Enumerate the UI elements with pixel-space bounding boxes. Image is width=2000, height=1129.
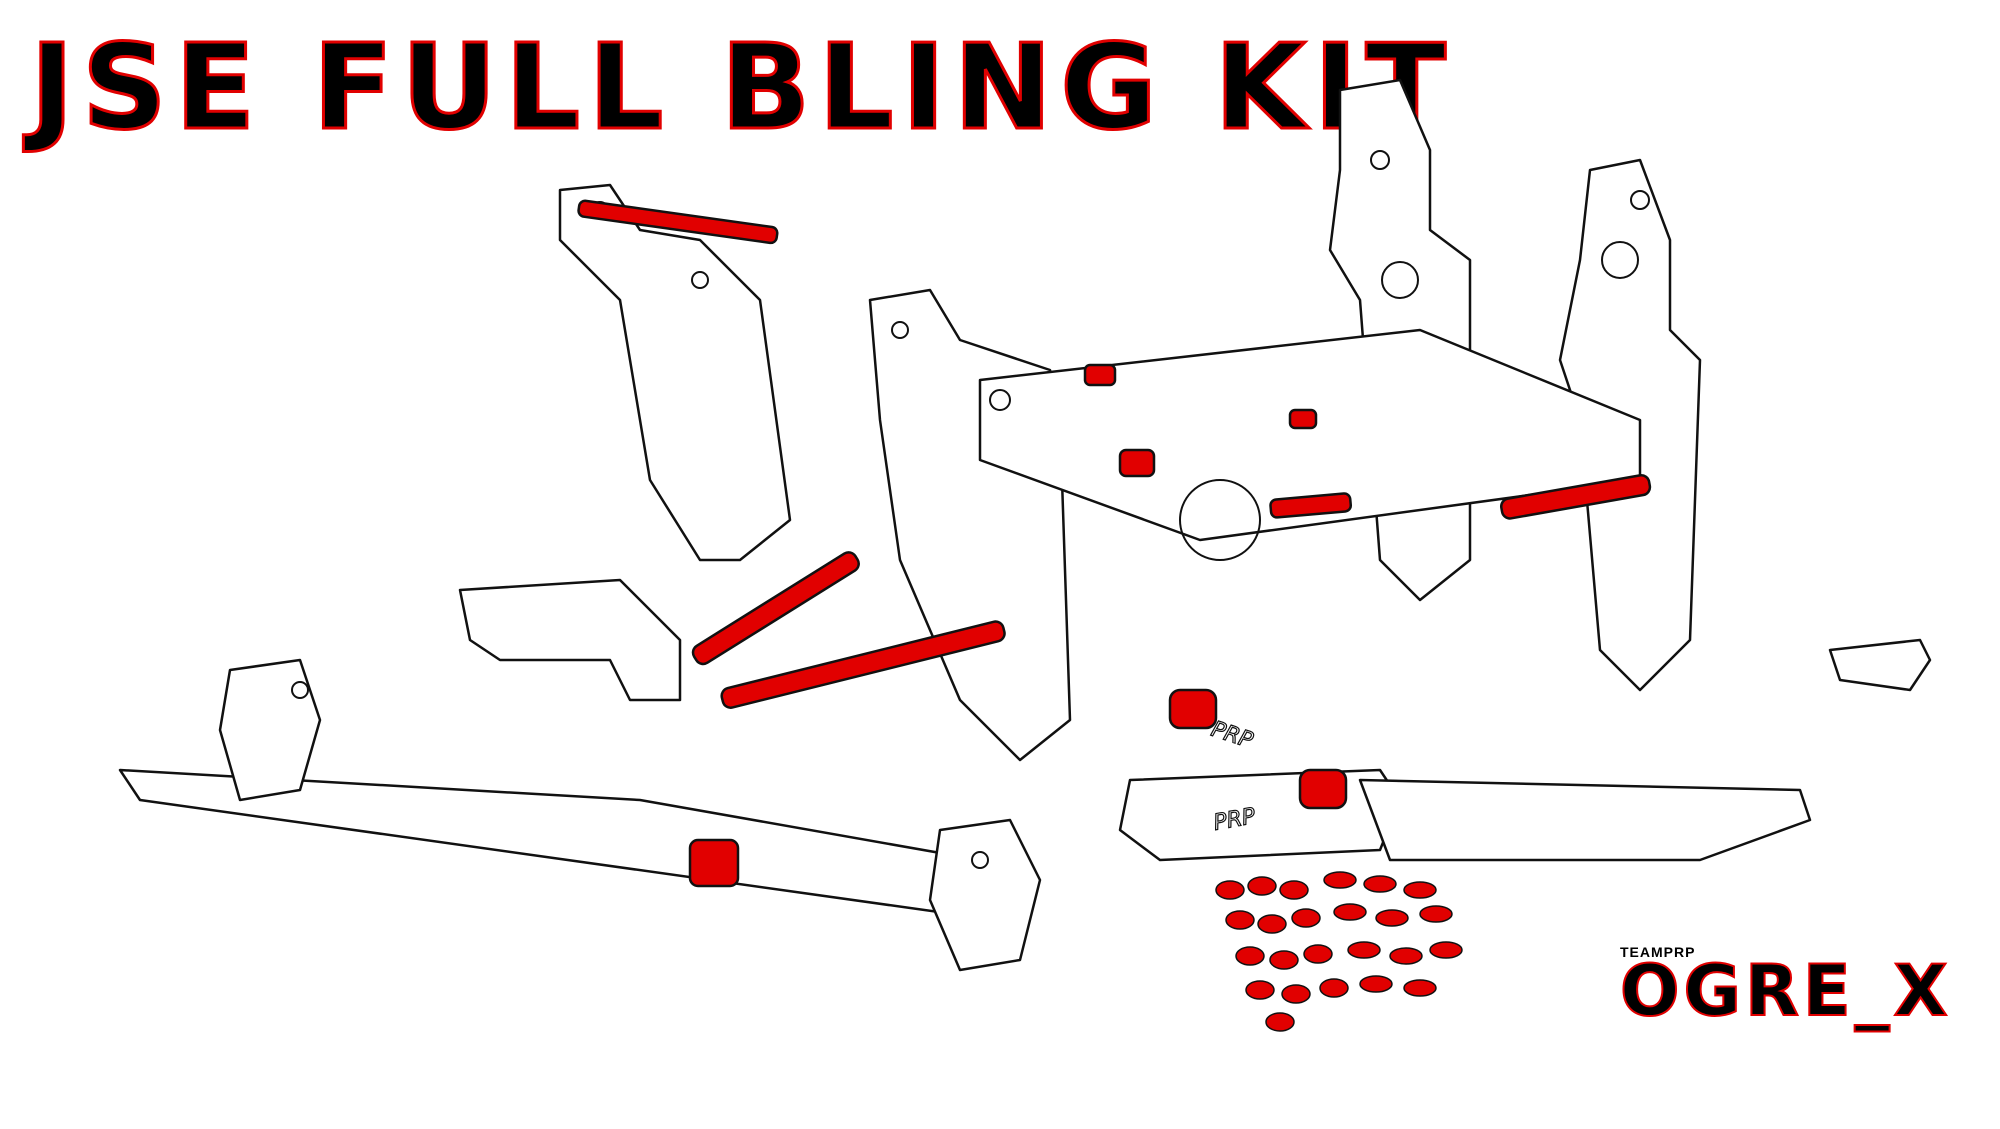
- center-link: [1269, 492, 1353, 519]
- skid-insert-1: [1083, 363, 1117, 387]
- rear-link-plate: [1118, 768, 1402, 862]
- rear-trailing-arm: [1358, 778, 1812, 862]
- skid-insert-2: [1118, 448, 1156, 478]
- shock-spacer-rear: [1298, 768, 1348, 810]
- steering-knuckle-right: [928, 818, 1042, 972]
- loose-bracket: [1828, 638, 1932, 692]
- engraving-front: PRP: [1208, 717, 1256, 754]
- ogre-x-logo: TEAMPRP OGRE_X: [1619, 944, 1949, 1054]
- front-lower-link: [720, 620, 1006, 709]
- front-side-plate-left: [868, 288, 1072, 762]
- skid-insert-3: [1288, 408, 1318, 430]
- rear-upper-crossbar: [577, 199, 779, 245]
- servo-mount-bracket: [458, 578, 682, 702]
- steering-post-spacer: [688, 838, 740, 888]
- model-label: OGRE_X: [1619, 950, 1952, 1032]
- front-upper-link: [691, 551, 860, 666]
- rear-upper-link: [1500, 473, 1652, 520]
- spare-hardware-pile: [1215, 871, 1463, 1032]
- shock-spacer-front: [1168, 688, 1218, 730]
- steering-knuckle-left: [218, 658, 322, 802]
- kit-title: JSE FULL BLING KIT: [28, 18, 1455, 156]
- team-label: TEAMPRP: [1620, 944, 1696, 960]
